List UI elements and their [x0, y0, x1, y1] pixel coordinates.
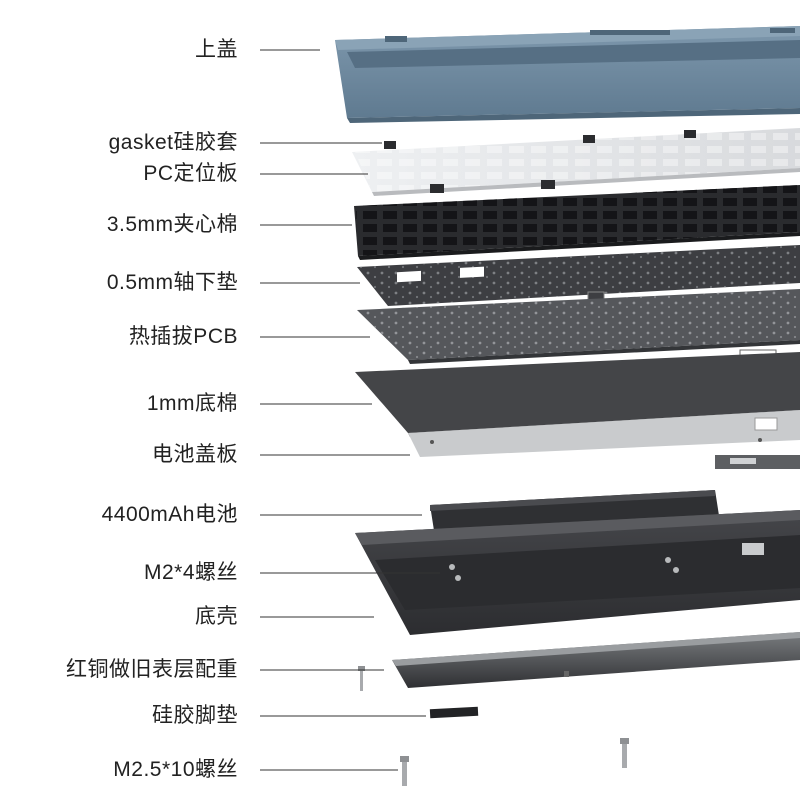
switch-pad-layer: [357, 245, 800, 306]
label-copper-weight: 红铜做旧表层配重: [66, 658, 238, 681]
hotswap-pcb-layer: [357, 289, 800, 364]
m2-5-screw-bottom: [400, 756, 409, 786]
label-sandwich-foam: 3.5mm夹心棉: [106, 213, 238, 236]
pc-plate-layer: [352, 128, 800, 196]
bottom-case-layer: [355, 510, 800, 635]
label-pc-plate: PC定位板: [143, 162, 238, 185]
label-hotswap-pcb: 热插拔PCB: [128, 325, 238, 348]
silicone-foot-pad: [429, 706, 479, 719]
gasket-sleeves: [384, 130, 696, 193]
top-case-layer: [335, 26, 800, 123]
label-gasket-sleeve: gasket硅胶套: [108, 131, 238, 154]
m2-screw-left: [358, 666, 365, 691]
label-battery: 4400mAh电池: [101, 503, 238, 526]
label-top-case: 上盖: [195, 38, 238, 61]
label-battery-cover: 电池盖板: [152, 443, 238, 466]
leader-lines: [260, 49, 440, 771]
label-m2-5-screw: M2.5*10螺丝: [113, 758, 238, 781]
label-m2-screw: M2*4螺丝: [143, 561, 238, 584]
copper-weight-layer: [392, 632, 800, 688]
sandwich-foam-layer: [354, 185, 800, 260]
m2-5-screw-center: [620, 738, 629, 768]
battery-cover-layer: [408, 410, 800, 469]
label-silicone-feet: 硅胶脚垫: [152, 704, 238, 727]
label-bottom-foam: 1mm底棉: [146, 392, 238, 415]
label-bottom-case: 底壳: [195, 605, 238, 628]
label-switch-pad: 0.5mm轴下垫: [106, 271, 238, 294]
